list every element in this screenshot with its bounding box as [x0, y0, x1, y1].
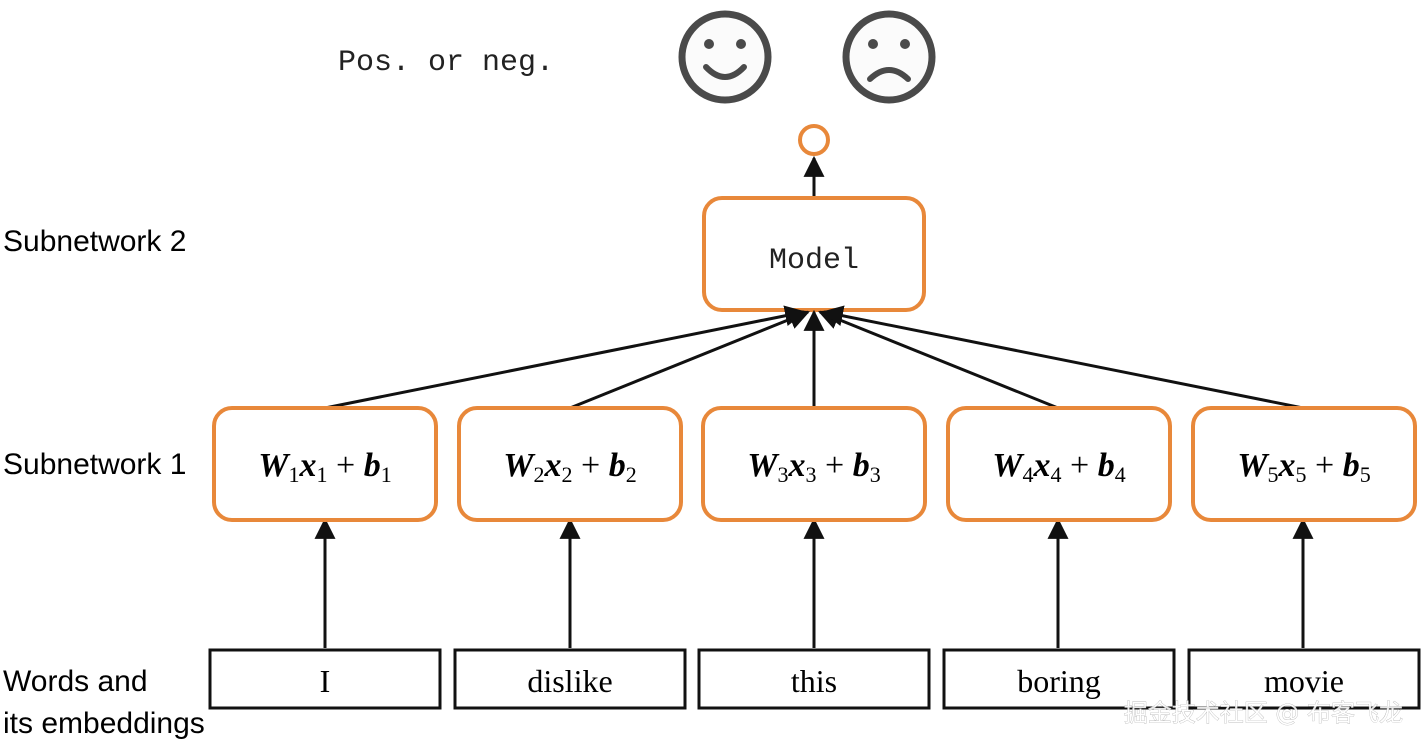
- column-2: W2x2 + b2 dislike: [453, 309, 810, 710]
- node-formula: W4x4 + b4: [992, 447, 1125, 487]
- subnetwork-1-node: [701, 406, 927, 522]
- watermark-text: 掘金技术社区 @ 布客飞龙: [1124, 699, 1403, 727]
- model-label: Model: [769, 244, 859, 278]
- word-box: [942, 648, 1176, 710]
- node-formula: W3x3 + b3: [747, 447, 880, 487]
- subnetwork-1-node: [946, 406, 1172, 522]
- word-label: boring: [1017, 663, 1101, 699]
- word-label: movie: [1264, 663, 1344, 699]
- word-label: I: [320, 663, 331, 699]
- row-label-words-line-1: Words and: [3, 665, 148, 698]
- word-box: [453, 648, 687, 710]
- node-formula: W5x5 + b5: [1237, 447, 1370, 487]
- node-to-model-arrow: [821, 305, 1304, 410]
- output-node: [798, 124, 830, 156]
- subnetwork-1-node: [212, 406, 438, 522]
- column-4: W4x4 + b4 boring: [818, 309, 1176, 710]
- node-formula: W2x2 + b2: [503, 447, 636, 487]
- word-box: [697, 648, 931, 710]
- column-5: W5x5 + b5 movie: [821, 305, 1421, 710]
- word-box: [1187, 648, 1421, 710]
- word-label: this: [791, 663, 837, 699]
- subnetwork-1-node: [1191, 406, 1417, 522]
- subnetwork-1-node: [457, 406, 683, 522]
- node-formula: W1x1 + b1: [258, 447, 391, 487]
- frowning-face-icon: [842, 10, 936, 104]
- node-to-model-arrow: [569, 309, 810, 410]
- column-1: W1x1 + b1 I: [208, 305, 807, 710]
- row-label-subnetwork-1: Subnetwork 1: [3, 448, 186, 481]
- node-to-model-arrow: [324, 305, 807, 410]
- row-label-words-line-2: its embeddings: [3, 707, 205, 740]
- row-label-subnetwork-2: Subnetwork 2: [3, 225, 186, 258]
- word-box: [208, 648, 442, 710]
- output-label: Pos. or neg.: [338, 46, 554, 80]
- column-3: W3x3 + b3 this: [697, 309, 931, 710]
- word-label: dislike: [527, 663, 612, 699]
- smiling-face-icon: [678, 10, 772, 104]
- node-to-model-arrow: [818, 309, 1059, 410]
